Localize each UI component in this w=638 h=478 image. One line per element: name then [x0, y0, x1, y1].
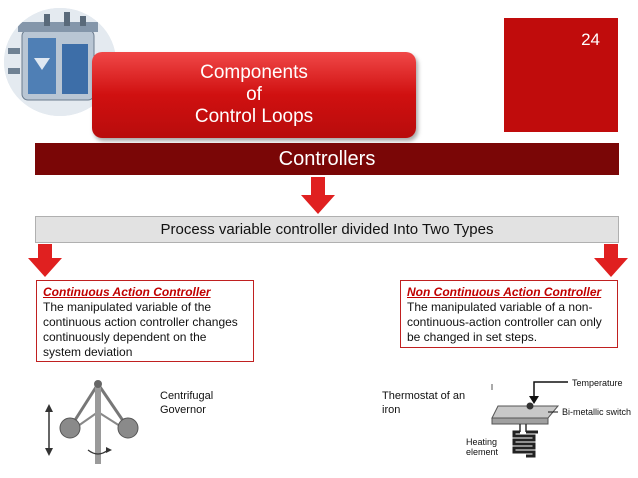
governor-caption-line-1: Centrifugal: [160, 390, 214, 402]
thermostat-diagram: [491, 381, 568, 458]
title-line-1: Components: [200, 62, 308, 83]
slide-title-box: Components of Control Loops: [92, 52, 416, 138]
temperature-label: Temperature: [572, 378, 623, 388]
heating-element-label: Heating element: [466, 437, 498, 457]
continuous-heading: Continuous Action Controller: [43, 285, 211, 299]
thermostat-caption-line-2: iron: [382, 404, 401, 416]
page-number-box: 24: [504, 18, 618, 132]
non-continuous-heading: Non Continuous Action Controller: [407, 285, 602, 299]
controllers-bar: Controllers: [35, 143, 619, 175]
thermostat-caption: Thermostat of an iron: [382, 389, 465, 417]
down-arrow-right: [594, 244, 628, 277]
thermostat-caption-line-1: Thermostat of an: [382, 390, 466, 402]
continuous-controller-box: Continuous Action Controller The manipul…: [36, 280, 254, 362]
down-arrow-center: [301, 177, 335, 214]
bimetallic-switch-label: Bi-metallic switch: [562, 407, 632, 417]
down-arrow-left: [28, 244, 62, 277]
title-line-3: Control Loops: [194, 106, 314, 127]
heating-label-line-2: element: [466, 447, 499, 457]
process-variable-bar: Process variable controller divided Into…: [35, 216, 619, 243]
centrifugal-governor-diagram: [45, 380, 139, 464]
governor-caption-line-2: Governor: [160, 404, 206, 416]
heating-label-line-1: Heating: [466, 437, 498, 447]
governor-caption: Centrifugal Governor: [160, 389, 213, 417]
title-line-2: of: [246, 84, 262, 105]
non-continuous-body: The manipulated variable of a non-contin…: [407, 300, 602, 344]
page-number: 24: [581, 30, 600, 49]
continuous-body: The manipulated variable of the continuo…: [43, 300, 238, 359]
non-continuous-controller-box: Non Continuous Action Controller The man…: [400, 280, 618, 348]
